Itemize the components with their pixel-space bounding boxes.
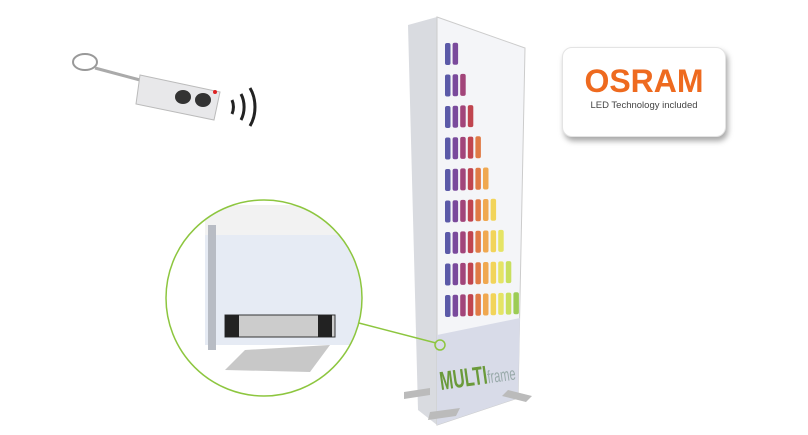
led-bar bbox=[452, 74, 459, 97]
led-bar bbox=[452, 168, 459, 191]
led-bar bbox=[460, 199, 466, 222]
led-bar bbox=[498, 292, 504, 315]
led-bar bbox=[452, 137, 459, 160]
led-bar bbox=[498, 261, 504, 284]
led-bar bbox=[483, 167, 489, 190]
led-bar bbox=[490, 261, 497, 284]
led-bar bbox=[445, 43, 451, 65]
led-bar bbox=[475, 136, 481, 159]
led-bar bbox=[467, 294, 474, 317]
led-bar bbox=[498, 229, 504, 252]
led-bar bbox=[467, 168, 474, 191]
inset-detail-view bbox=[166, 200, 362, 396]
led-bar bbox=[475, 262, 481, 285]
led-bar bbox=[460, 294, 466, 317]
led-bar bbox=[445, 74, 451, 97]
led-bar bbox=[475, 293, 481, 316]
signal-waves-icon bbox=[230, 87, 257, 127]
led-bar bbox=[505, 292, 512, 315]
stand-logo-light: frame bbox=[486, 364, 517, 388]
stand-logo-bold: MULTI bbox=[438, 360, 489, 396]
led-bar bbox=[445, 137, 451, 160]
led-bar-graphic bbox=[445, 42, 519, 317]
brand-tagline: LED Technology included bbox=[590, 100, 698, 111]
led-bar bbox=[467, 231, 474, 254]
led-bar bbox=[452, 200, 459, 223]
light-box-stand: MULTIframe bbox=[404, 16, 532, 426]
callout-line bbox=[354, 321, 437, 344]
led-bar bbox=[467, 136, 474, 159]
led-bar bbox=[475, 199, 481, 222]
led-bar bbox=[452, 294, 459, 317]
led-bar bbox=[452, 42, 459, 65]
led-bar bbox=[483, 230, 489, 253]
osram-badge: OSRAM LED Technology included bbox=[562, 47, 726, 137]
led-bar bbox=[460, 136, 466, 159]
led-bar bbox=[460, 262, 466, 285]
led-bar bbox=[452, 105, 459, 128]
led-bar bbox=[490, 230, 497, 253]
led-bar bbox=[505, 261, 512, 284]
led-bar bbox=[460, 73, 466, 96]
brand-name: OSRAM bbox=[584, 63, 704, 99]
led-bar bbox=[445, 200, 451, 223]
led-bar bbox=[483, 199, 489, 221]
remote-control bbox=[72, 53, 221, 121]
inset-frame bbox=[165, 199, 363, 397]
led-bar bbox=[467, 199, 474, 222]
led-bar bbox=[445, 295, 451, 317]
led-bar bbox=[460, 168, 466, 191]
led-bar bbox=[460, 105, 466, 128]
led-bar bbox=[513, 292, 519, 315]
callout-dot bbox=[434, 339, 446, 351]
led-bar bbox=[483, 293, 489, 316]
led-bar bbox=[445, 169, 451, 191]
led-bar bbox=[445, 263, 451, 286]
led-bar bbox=[467, 105, 474, 128]
led-bar bbox=[452, 263, 459, 286]
led-bar bbox=[490, 293, 497, 316]
led-bar bbox=[490, 198, 497, 221]
led-bar bbox=[445, 106, 451, 128]
led-bar bbox=[483, 262, 489, 284]
led-bar bbox=[460, 231, 466, 254]
led-bar bbox=[445, 232, 451, 254]
stand-logo: MULTIframe bbox=[438, 356, 517, 396]
led-bar bbox=[452, 231, 459, 254]
led-bar bbox=[467, 262, 474, 285]
led-bar bbox=[475, 230, 481, 253]
led-bar bbox=[475, 167, 481, 190]
